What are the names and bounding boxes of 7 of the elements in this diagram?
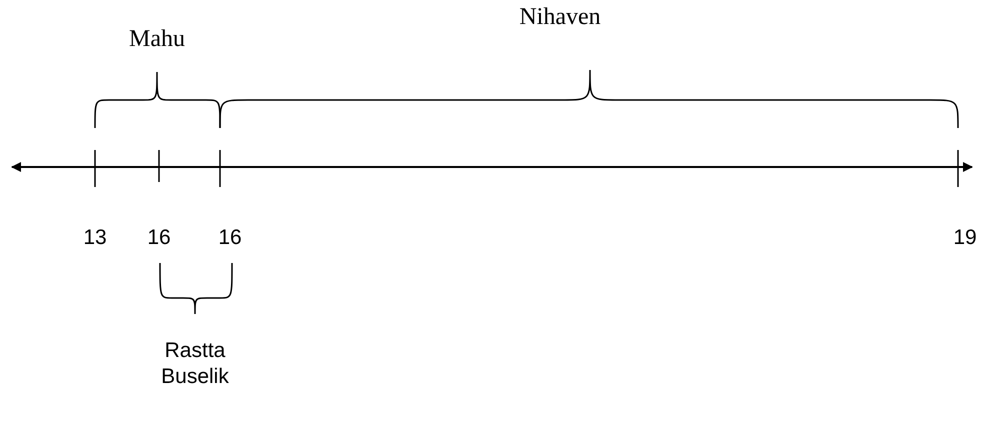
tick-value: 19: [953, 225, 977, 251]
tick-value: 16: [147, 225, 171, 251]
heading-label: Mahu: [129, 25, 185, 54]
tick-value: 13: [83, 225, 107, 251]
tick-value: 16: [218, 225, 242, 251]
heading-label: Nihaven: [519, 3, 601, 32]
bracket-label: Rastta Buselik: [160, 338, 230, 390]
